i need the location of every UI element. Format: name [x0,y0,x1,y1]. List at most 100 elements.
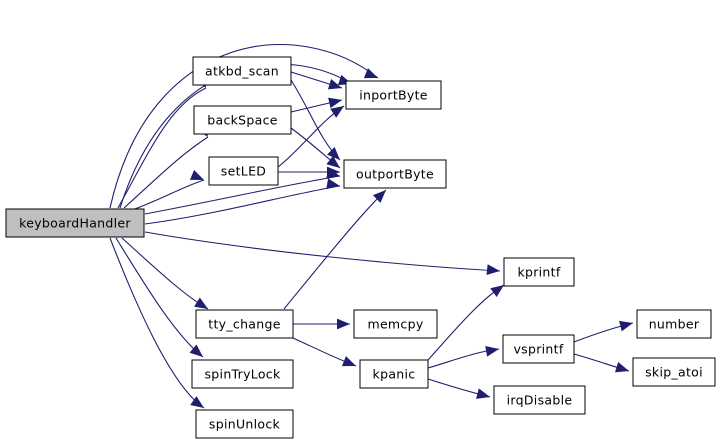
edge-keyboardHandler-to-outportByte [144,178,341,225]
node-label: vsprintf [513,342,563,357]
edge-line [144,185,341,225]
edge-backSpace-to-outportByte [290,127,341,169]
edge-keyboardHandler-to-kprintf [144,231,501,276]
edge-line [109,44,379,209]
edge-kpanic-to-irqDisable [427,378,491,399]
node-box[interactable] [359,359,429,389]
edge-keyboardHandler-to-atkbd_scan [117,73,207,209]
edge-vsprintf-to-skip_atoi [573,353,630,373]
edge-line [115,237,204,358]
node-label: spinTryLock [205,367,281,382]
node-backSpace[interactable]: backSpace [193,105,292,135]
edge-tty_change-to-outportByte [283,189,387,310]
node-box[interactable] [343,159,447,189]
node-box[interactable] [193,105,292,135]
arrow-head-icon [328,97,342,109]
node-box[interactable] [191,359,294,389]
node-keyboardHandler[interactable]: keyboardHandler [5,208,145,238]
arrow-head-icon [476,388,490,399]
node-label: memcpy [367,317,423,332]
arrow-head-icon [327,79,342,90]
edge-vsprintf-to-number [573,320,634,343]
node-label: irqDisable [507,393,573,408]
edge-line [144,175,341,215]
node-label: keyboardHandler [19,216,131,231]
edge-line [109,237,205,409]
node-box[interactable] [493,385,586,415]
node-box[interactable] [192,56,292,86]
arrow-head-icon [614,362,629,373]
edges-layer [109,44,634,409]
node-atkbd_scan[interactable]: atkbd_scan [192,56,292,86]
node-setLED[interactable]: setLED [208,156,279,186]
arrow-head-icon [189,344,203,357]
arrow-head-icon [327,166,340,178]
node-label: kprintf [517,265,560,280]
edge-keyboardHandler-to-inportByte [119,63,353,209]
arrow-head-icon [619,320,633,332]
node-kpanic[interactable]: kpanic [359,359,429,389]
arrow-head-icon [486,264,500,276]
edge-atkbd_scan-to-inportByte [290,71,343,90]
edge-line [123,136,209,209]
node-label: tty_change [208,317,280,332]
node-box[interactable] [636,309,712,339]
edge-keyboardHandler-to-setLED [131,169,205,211]
node-label: outportByte [356,167,434,182]
edge-line [119,63,353,209]
node-box[interactable] [208,156,279,186]
node-box[interactable] [502,334,575,364]
edge-keyboardHandler-to-inportByte [109,44,379,209]
node-irqDisable[interactable]: irqDisable [493,385,586,415]
node-spinUnlock[interactable]: spinUnlock [195,409,294,439]
node-box[interactable] [5,208,145,238]
node-label: backSpace [207,113,278,128]
node-label: skip_atoi [645,365,703,380]
edge-kpanic-to-vsprintf [427,345,500,369]
edge-tty_change-to-kpanic [292,337,357,367]
edge-tty_change-to-memcpy [293,318,350,330]
arrow-head-icon [490,285,504,298]
node-skip_atoi[interactable]: skip_atoi [632,357,716,387]
node-inportByte[interactable]: inportByte [345,80,442,110]
node-number[interactable]: number [636,309,712,339]
node-box[interactable] [195,309,294,339]
arrow-head-icon [341,356,356,367]
arrow-head-icon [326,178,340,190]
arrow-head-icon [337,318,350,330]
node-vsprintf[interactable]: vsprintf [502,334,575,364]
node-box[interactable] [353,309,438,339]
node-box[interactable] [503,257,575,287]
edge-line [283,189,387,310]
node-spinTryLock[interactable]: spinTryLock [191,359,294,389]
edge-line [131,179,205,211]
arrow-head-icon [326,155,340,168]
node-box[interactable] [195,409,294,439]
node-outportByte[interactable]: outportByte [343,159,447,189]
edge-keyboardHandler-to-tty_change [121,237,209,310]
node-memcpy[interactable]: memcpy [353,309,438,339]
arrow-head-icon [194,297,208,309]
node-tty_change[interactable]: tty_change [195,309,294,339]
node-label: spinUnlock [209,417,281,432]
edge-keyboardHandler-to-spinTryLock [115,237,204,358]
node-kprintf[interactable]: kprintf [503,257,575,287]
node-label: inportByte [359,88,428,103]
node-box[interactable] [632,357,716,387]
arrow-head-icon [485,345,499,357]
edge-line [117,87,207,209]
arrow-head-icon [189,169,204,180]
edge-backSpace-to-inportByte [290,97,343,113]
arrow-head-icon [190,396,204,408]
nodes-layer: keyboardHandler atkbd_scan backSpace setLED… [5,56,716,439]
edge-keyboardHandler-to-spinUnlock [109,237,205,409]
arrow-head-icon [363,68,378,79]
edge-kpanic-to-kprintf [427,284,505,361]
node-label: kpanic [373,367,416,382]
node-box[interactable] [345,80,442,110]
node-label: atkbd_scan [205,64,279,79]
arrow-head-icon [326,146,340,160]
edge-atkbd_scan-to-outportByte [290,79,341,161]
